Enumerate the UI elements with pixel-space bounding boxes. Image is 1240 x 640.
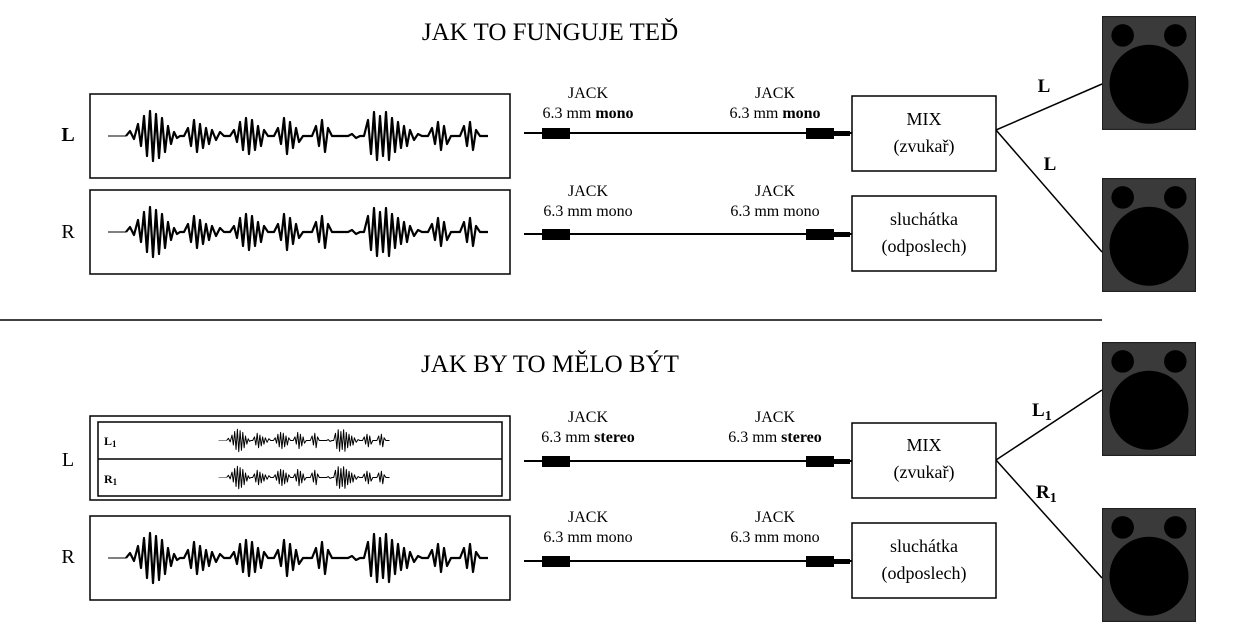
mix-box (851, 422, 997, 499)
track-box-l (89, 415, 511, 501)
speaker-wire (995, 389, 1103, 461)
speaker-wire (995, 83, 1103, 131)
waveform-l1 (217, 428, 391, 453)
track-label-l: L (62, 449, 74, 471)
cable-mono (524, 556, 852, 567)
jack-label-top-line1: JACK (755, 409, 795, 426)
jack-label-top-line1: JACK (568, 183, 608, 200)
jack-label-top-spec: 6.3 mm mono (543, 529, 632, 546)
jack-label-top-spec: 6.3 mm stereo (728, 429, 821, 446)
speaker-label: L (1038, 76, 1051, 97)
mix-sublabel: (zvukař) (894, 462, 955, 483)
jack-label-top-line1: JACK (568, 509, 608, 526)
track-box-r (89, 515, 511, 601)
waveform-r (108, 531, 488, 585)
speaker-label: L (1044, 154, 1057, 175)
mix-label: MIX (907, 109, 942, 129)
headphones-label: sluchátka (890, 209, 958, 229)
sub-track-label: L1 (104, 434, 117, 449)
mix-box (851, 95, 997, 172)
jack-label-top-spec: 6.3 mm mono (543, 203, 632, 220)
sub-track-label: R1 (104, 472, 118, 487)
speaker-icon (1102, 342, 1196, 456)
jack-label-top-spec: 6.3 mm stereo (541, 429, 634, 446)
jack-label-top-spec: 6.3 mm mono (730, 203, 819, 220)
speaker-icon (1102, 178, 1196, 292)
track-label-r: R (61, 221, 75, 243)
speaker-wire (995, 459, 1103, 579)
jack-label-top-line1: JACK (568, 409, 608, 426)
mix-sublabel: (zvukař) (894, 136, 955, 157)
jack-label-top-line1: JACK (755, 85, 795, 102)
speaker-label: L1 (1032, 400, 1052, 424)
cable-mono (524, 229, 852, 240)
track-box-r (89, 189, 511, 275)
speaker-icon (1102, 508, 1196, 622)
jack-label-top-spec: 6.3 mm mono (729, 105, 820, 122)
waveform-l (108, 109, 488, 163)
headphones-sublabel: (odposlech) (882, 563, 967, 584)
speaker-label: R1 (1036, 482, 1057, 506)
track-label-l: L (61, 124, 74, 146)
cable-stereo (524, 456, 852, 467)
track-box-l (89, 93, 511, 179)
waveform-r (108, 205, 488, 259)
section-title: JAK TO FUNGUJE TEĎ (422, 18, 678, 46)
jack-label-top-spec: 6.3 mm mono (542, 105, 633, 122)
headphones-label: sluchátka (890, 536, 958, 556)
jack-label-top-line1: JACK (755, 509, 795, 526)
jack-label-top-spec: 6.3 mm mono (730, 529, 819, 546)
track-label-r: R (61, 546, 75, 568)
mix-label: MIX (907, 435, 942, 455)
headphones-box (851, 195, 997, 272)
waveform-r1 (217, 465, 391, 490)
cable-mono (524, 128, 852, 139)
jack-label-top-line1: JACK (755, 183, 795, 200)
section-title: JAK BY TO MĚLO BÝT (421, 350, 679, 378)
jack-label-top-line1: JACK (568, 85, 608, 102)
headphones-sublabel: (odposlech) (882, 236, 967, 257)
headphones-box (851, 522, 997, 599)
section-proposed: JAK BY TO MĚLO BÝT L L1 R1 JACK 6.3 mm s… (61, 342, 1196, 622)
section-current: JAK TO FUNGUJE TEĎ L JACK 6.3 mm mono JA… (61, 16, 1196, 292)
speaker-wire (995, 129, 1103, 253)
speaker-icon (1102, 16, 1196, 130)
